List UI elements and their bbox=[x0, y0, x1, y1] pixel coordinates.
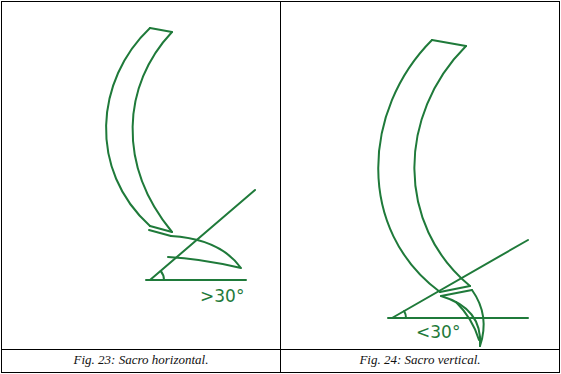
angle-value: >30° bbox=[200, 288, 244, 305]
caption-divider bbox=[2, 349, 560, 350]
sacrum-wedge bbox=[168, 236, 241, 268]
spine-base bbox=[149, 226, 172, 236]
spine-outer-curve bbox=[378, 40, 440, 292]
cell-divider bbox=[280, 2, 281, 373]
sacral-line bbox=[150, 190, 255, 280]
sacral-line bbox=[392, 240, 528, 318]
spine-inner-curve bbox=[133, 32, 172, 232]
spine-outer-curve bbox=[106, 28, 150, 226]
spine-top bbox=[432, 40, 466, 46]
angle-value: <30° bbox=[416, 324, 460, 341]
spine-inner-curve bbox=[414, 46, 470, 286]
spine-top bbox=[150, 28, 172, 32]
horizontal-line bbox=[388, 317, 528, 319]
figure-caption: Fig. 23: Sacro horizontal. bbox=[2, 352, 280, 368]
figure-caption: Fig. 24: Sacro vertical. bbox=[281, 352, 559, 368]
horizontal-line bbox=[146, 279, 246, 281]
angle-arc bbox=[161, 271, 164, 280]
vertical-sacrum-sketch bbox=[378, 40, 528, 346]
angle-arc bbox=[404, 311, 406, 318]
horizontal-sacrum-sketch bbox=[106, 28, 255, 280]
